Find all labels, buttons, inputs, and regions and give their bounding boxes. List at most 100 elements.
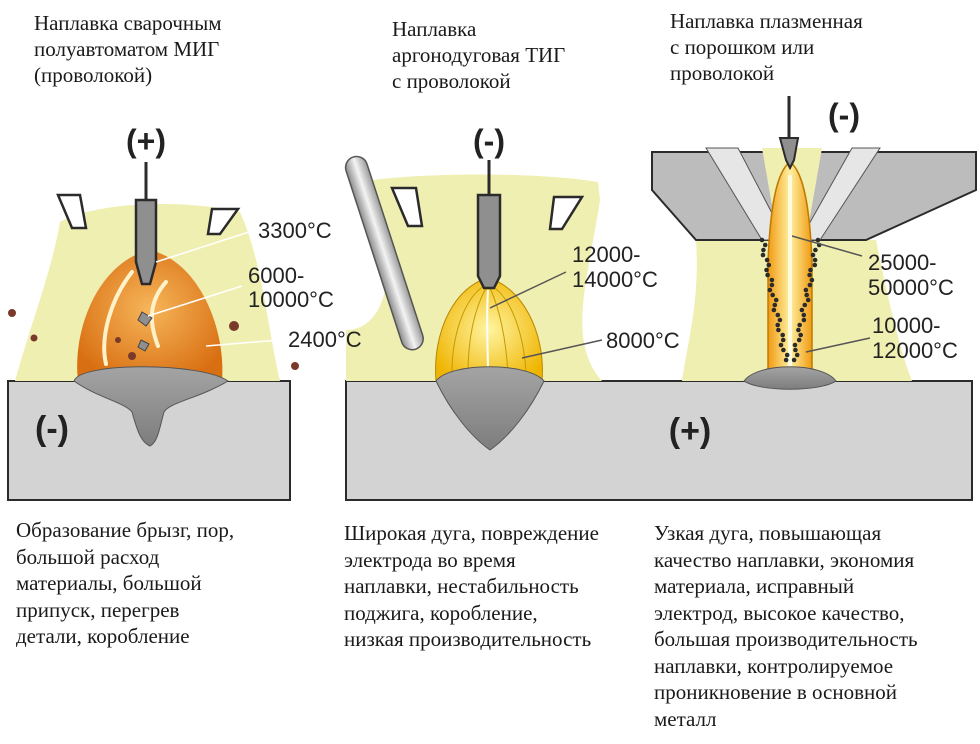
- tig-nozzle-left: [390, 186, 424, 228]
- powder-particle: [812, 257, 818, 263]
- mig-arc-highlight: [149, 280, 168, 348]
- mig-temp-2400: 2400°C: [288, 327, 362, 352]
- plasma-description-line: электрод, высокое качество,: [654, 600, 905, 625]
- powder-particle: [770, 292, 775, 298]
- tig-tungsten-electrode: [476, 193, 502, 290]
- powder-particle: [764, 267, 769, 273]
- powder-particle: [783, 357, 789, 363]
- powder-particle: [793, 347, 798, 353]
- powder-particle: [769, 277, 775, 283]
- powder-particle: [777, 317, 783, 323]
- powder-particle: [775, 322, 780, 328]
- tig-title-line: с проволокой: [392, 69, 511, 93]
- plasma-electrode-polarity: (-): [828, 97, 860, 133]
- tig-arc-fiber: [451, 285, 485, 373]
- powder-particle: [810, 252, 816, 258]
- plasma-description-line: качество наплавки, экономия: [654, 547, 915, 572]
- plasma-description-line: большая производительность: [654, 627, 918, 651]
- plasma-powder-stream: [759, 237, 822, 363]
- plasma-title: Наплавка плазменная с порошком или прово…: [670, 8, 863, 86]
- powder-particle: [801, 317, 807, 323]
- mig-title-line: (проволокой): [34, 63, 153, 87]
- plasma-weld-bead: [743, 366, 837, 390]
- plasma-title-line: проволокой: [670, 61, 775, 85]
- tig-weld-bead: [435, 366, 545, 451]
- powder-particle: [766, 262, 772, 268]
- powder-particle: [812, 262, 818, 268]
- mig-temp-6000: 6000-: [248, 263, 304, 288]
- powder-particle: [780, 337, 786, 343]
- mig-description-line: материалы, большой: [16, 571, 202, 595]
- powder-particle: [809, 277, 815, 283]
- powder-particle: [797, 322, 802, 328]
- mig-workpiece-polarity: (-): [35, 410, 69, 448]
- powder-particle: [759, 237, 765, 243]
- tig-title-line: Наплавка: [392, 17, 477, 41]
- mig-title: Наплавка сварочным полуавтоматом МИГ (пр…: [34, 10, 222, 88]
- powder-particle: [778, 342, 784, 348]
- powder-particle: [796, 337, 802, 343]
- powder-particle: [765, 272, 770, 278]
- tig-title: Наплавка аргонодуговая ТИГ с проволокой: [392, 16, 565, 94]
- plasma-leader-25000: [791, 235, 863, 257]
- powder-particle: [781, 347, 786, 353]
- mig-description-line: Образование брызг, пор,: [16, 518, 235, 542]
- powder-particle: [808, 267, 813, 273]
- powder-particle: [776, 327, 781, 333]
- plasma-title-line: Наплавка плазменная: [670, 9, 863, 33]
- mig-description-line: большой расход: [16, 544, 160, 569]
- plasma-leader-10000: [805, 337, 871, 353]
- mig-leader-3300: [155, 230, 253, 263]
- mig-leader-6000: [147, 285, 243, 317]
- mig-spatter: [8, 309, 16, 317]
- tig-leader-12000: [489, 271, 567, 309]
- plasma-description-line: наплавки, контролируемое: [654, 653, 894, 678]
- plasma-temp-50000: 50000°C: [868, 275, 954, 300]
- powder-particle: [796, 327, 801, 333]
- mig-description-line: припуск, перегрев: [16, 597, 180, 622]
- powder-particle: [775, 312, 781, 318]
- mig-arc-highlight: [102, 270, 134, 366]
- plasma-description-line: проникновение в основной: [654, 680, 897, 704]
- mig-title-line: Наплавка сварочным: [34, 11, 222, 35]
- powder-particle: [799, 307, 805, 313]
- tig-description-line: поджига, коробление,: [344, 600, 538, 625]
- mig-description: Образование брызг, пор, большой расход м…: [16, 517, 234, 650]
- tig-temp-8000: 8000°C: [606, 328, 680, 353]
- plasma-workpiece-polarity: (+): [669, 412, 712, 450]
- mig-description-line: детали, коробление: [16, 624, 190, 648]
- powder-particle: [794, 352, 800, 358]
- plasma-electrode: [778, 137, 800, 171]
- powder-particle: [769, 282, 775, 288]
- powder-particle: [784, 352, 790, 358]
- powder-particle: [791, 357, 797, 363]
- plasma-temp-25000: 25000-: [868, 250, 937, 275]
- tig-description-line: электрода во время: [344, 547, 516, 572]
- powder-particle: [780, 332, 785, 338]
- tig-leader-8000: [521, 339, 603, 359]
- powder-particle: [807, 272, 812, 278]
- tig-plasma-workpiece: [345, 380, 973, 501]
- plasma-description: Узкая дуга, повышающая качество наплавки…: [654, 520, 918, 732]
- tig-temp-12000: 12000-: [572, 242, 641, 267]
- powder-particle: [772, 302, 778, 308]
- tig-arc-fiber: [467, 287, 487, 375]
- powder-particle: [813, 247, 818, 253]
- mig-droplet: [137, 339, 150, 352]
- tig-description-line: Широкая дуга, повреждение: [344, 521, 599, 545]
- mig-electrode-polarity: (+): [126, 123, 166, 159]
- plasma-title-line: с порошком или: [670, 35, 815, 59]
- mig-spatter: [291, 362, 299, 370]
- plasma-temp-10000: 10000-: [872, 313, 941, 338]
- tig-filler-rod: [344, 155, 424, 351]
- powder-particle: [771, 307, 777, 313]
- mig-weld-bead: [73, 366, 229, 447]
- powder-particle: [764, 257, 770, 263]
- tig-electrode-polarity: (-): [473, 123, 505, 159]
- powder-particle: [801, 312, 807, 318]
- mig-leader-2400: [205, 339, 281, 347]
- tig-arc-fiber: [489, 287, 509, 375]
- mig-spatter: [128, 352, 136, 360]
- powder-particle: [804, 292, 809, 298]
